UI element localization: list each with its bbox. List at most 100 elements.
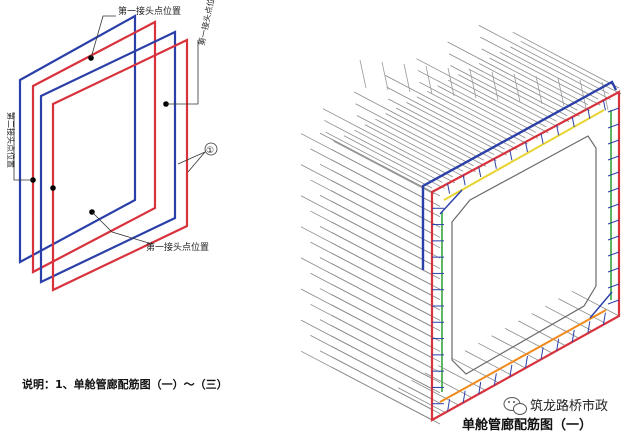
stirrup-tie: [607, 299, 620, 305]
longitudinal-bar-stub: [469, 69, 477, 99]
right-cross-section: [421, 80, 621, 422]
cross-section-yellow-bar: [443, 109, 605, 201]
inner-blue-ring: [39, 30, 177, 284]
longitudinal-bar-stub: [447, 67, 455, 97]
longitudinal-bar: [427, 90, 528, 145]
longitudinal-bar: [448, 53, 568, 117]
longitudinal-bar: [447, 41, 578, 111]
drawing-note: 说明：1、单舱管廊配筋图（一）～（三）: [22, 377, 228, 391]
longitudinal-bar: [397, 387, 446, 413]
longitudinal-bar: [331, 314, 441, 373]
stirrup-tie: [607, 139, 620, 145]
stirrup-tie: [462, 390, 466, 403]
longitudinal-bar: [331, 242, 441, 300]
longitudinal-bar: [331, 283, 441, 342]
leader-top: [90, 15, 116, 59]
longitudinal-bar: [447, 79, 549, 134]
leader-bottom: [91, 211, 153, 245]
longitudinal-bar: [331, 262, 441, 321]
longitudinal-bar-stub: [381, 61, 389, 91]
stirrup-tie: [556, 125, 560, 136]
longitudinal-bar: [331, 304, 441, 363]
leader-marker-2: [187, 151, 206, 173]
longitudinal-bar: [375, 118, 476, 173]
longitudinal-bar: [324, 120, 443, 183]
longitudinal-bar-stub: [535, 75, 543, 105]
longitudinal-bar: [417, 70, 537, 133]
longitudinal-bar: [451, 357, 499, 384]
label-bottom-splice: 第一接头点位置: [146, 241, 209, 253]
label-right-splice: 第一接头点位置: [196, 0, 217, 46]
cross-section-orange-bar: [439, 309, 607, 403]
longitudinal-bar: [385, 75, 516, 144]
stirrup-tie: [607, 107, 620, 113]
longitudinal-bar-stub: [513, 73, 521, 103]
stirrup-tie: [607, 235, 620, 241]
longitudinal-bar: [512, 31, 620, 89]
stirrup-tie: [571, 116, 575, 128]
longitudinal-bar: [333, 140, 435, 195]
splice-point-left-2: [50, 185, 56, 191]
stirrup-tie: [607, 123, 620, 129]
longitudinal-bar-stub: [359, 59, 367, 89]
stirrup-tie: [509, 364, 513, 377]
longitudinal-bar: [395, 107, 497, 162]
longitudinal-bar: [355, 103, 474, 167]
longitudinal-bar: [544, 305, 593, 332]
stirrup-tie: [607, 171, 620, 177]
stirrup-tie: [509, 150, 513, 161]
stirrup-tie: [540, 133, 544, 144]
stirrup-ties: [432, 100, 620, 412]
stirrup-tie: [602, 100, 606, 111]
cross-section-blue-frame: [421, 80, 618, 270]
longitudinal-rebars: [300, 25, 622, 425]
stirrup-tie: [556, 338, 560, 351]
longitudinal-bar: [331, 356, 441, 414]
inner-red-ring: [51, 38, 189, 292]
outer-red-ring: [31, 20, 157, 274]
leader-marker-1: [177, 151, 206, 165]
longitudinal-bar: [331, 325, 441, 383]
longitudinal-bar: [411, 379, 459, 406]
marker-circle-label: ①: [206, 146, 214, 156]
longitudinal-bar: [331, 294, 441, 352]
longitudinal-bar: [438, 365, 486, 391]
longitudinal-bar-stub: [491, 71, 499, 101]
watermark: 筑龙路桥市政: [503, 397, 608, 415]
cross-section-inner-outline: [451, 135, 597, 375]
label-top-splice: 第一接头点位置: [118, 5, 181, 17]
longitudinal-bar: [481, 48, 589, 106]
longitudinal-bar: [489, 57, 591, 112]
longitudinal-bar: [331, 231, 441, 290]
longitudinal-bar: [416, 96, 518, 150]
longitudinal-bar: [331, 345, 441, 404]
longitudinal-bar: [478, 25, 609, 94]
longitudinal-bar: [353, 91, 485, 161]
longitudinal-bar: [385, 113, 487, 167]
longitudinal-bar: [478, 63, 580, 117]
longitudinal-bar: [416, 58, 547, 128]
longitudinal-bar: [478, 342, 526, 369]
stirrup-tie: [447, 183, 451, 194]
longitudinal-bar: [387, 98, 495, 156]
stirrup-tie: [607, 283, 620, 289]
longitudinal-bar: [331, 273, 441, 332]
stirrup-tie: [607, 267, 620, 273]
longitudinal-bar: [384, 394, 433, 421]
longitudinal-bar: [331, 335, 441, 394]
wechat-icon: [503, 397, 527, 415]
stirrup-tie: [447, 399, 451, 412]
stirrup-tie: [607, 251, 620, 257]
outer-blue-ring: [18, 14, 137, 264]
longitudinal-bar-stub: [557, 77, 565, 107]
longitudinal-bar: [356, 115, 464, 172]
longitudinal-bar-stub: [425, 65, 433, 95]
stirrup-tie: [493, 373, 497, 386]
longitudinal-bar: [386, 86, 505, 150]
longitudinal-bar: [504, 327, 553, 354]
longitudinal-bar: [343, 135, 445, 189]
leader-left: [13, 112, 33, 181]
longitudinal-bar: [364, 124, 466, 178]
longitudinal-bar: [354, 129, 455, 184]
